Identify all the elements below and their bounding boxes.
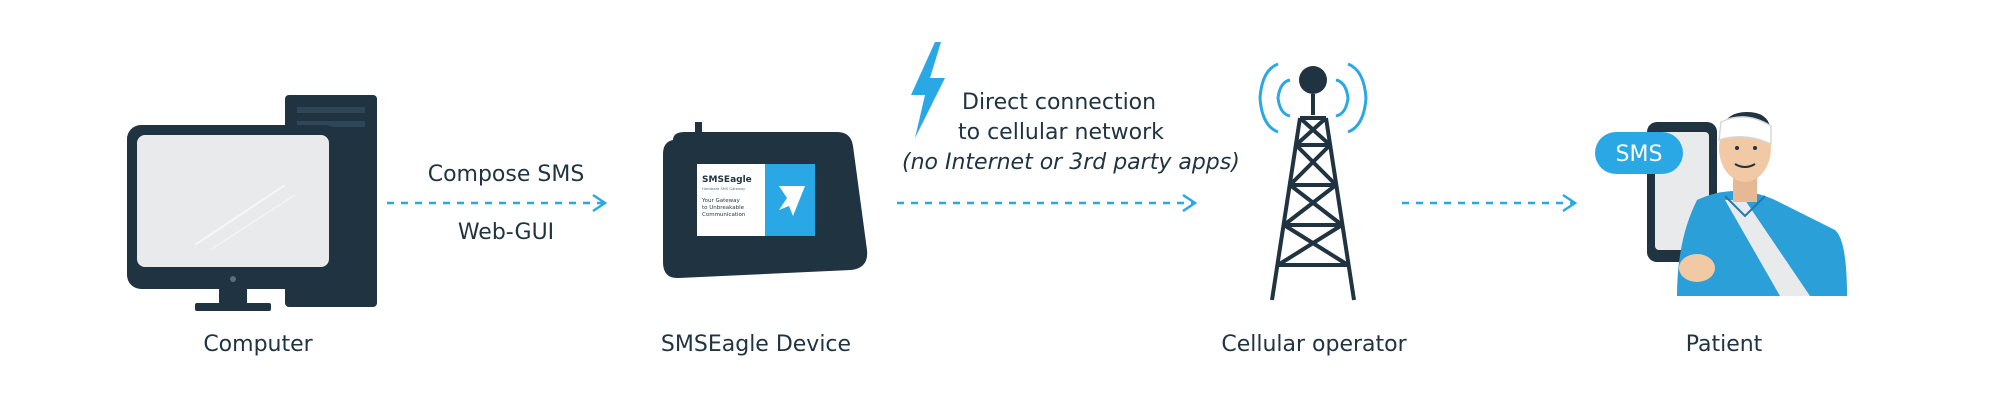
- compose-sms-label: Compose SMS: [427, 162, 585, 187]
- cellular-operator-label: Cellular operator: [1221, 332, 1407, 357]
- smseagle-device-illustration: SMSEagle Hardware SMS Gateway Your Gatew…: [663, 122, 868, 279]
- no-internet-label: (no Internet or 3rd party apps): [902, 150, 1240, 175]
- device-tagline-3: Communication: [702, 212, 746, 218]
- arrow-operator-to-patient: [1402, 193, 1578, 213]
- sms-bubble: [1595, 132, 1683, 174]
- device-tagline-1: Your Gateway: [701, 198, 741, 204]
- smseagle-device-label: SMSEagle Device: [660, 332, 852, 357]
- tower-structure: [1270, 116, 1356, 301]
- cell-tower-illustration: [1258, 62, 1368, 301]
- computer-screen: [137, 135, 329, 267]
- direct-connection-label: Direct connection: [962, 90, 1157, 115]
- head-bandage: [1718, 116, 1772, 146]
- arrow-computer-to-device: [387, 193, 608, 213]
- computer-label: Computer: [203, 332, 313, 357]
- sms-bubble-text: SMS: [1616, 142, 1663, 167]
- patient-label: Patient: [1685, 332, 1763, 357]
- patient-illustration: SMS: [1595, 112, 1847, 296]
- signal-wave-icon: [1276, 78, 1291, 118]
- computer-illustration: [127, 95, 377, 311]
- device-label-plate: [697, 164, 765, 236]
- antenna-icon: [695, 122, 702, 138]
- lightning-icon: [911, 42, 945, 138]
- arrow-device-to-operator: [897, 193, 1198, 213]
- device-tagline-small: Hardware SMS Gateway: [702, 187, 746, 191]
- web-gui-label: Web-GUI: [457, 220, 555, 245]
- device-tagline-2: to Unbreakable: [702, 205, 745, 211]
- cellular-network-label: to cellular network: [958, 120, 1164, 145]
- eagle-logo-icon: [779, 186, 805, 216]
- arm-sling: [1725, 200, 1810, 296]
- tower-beacon: [1299, 66, 1327, 94]
- device-brand-text: SMSEagle: [702, 175, 752, 185]
